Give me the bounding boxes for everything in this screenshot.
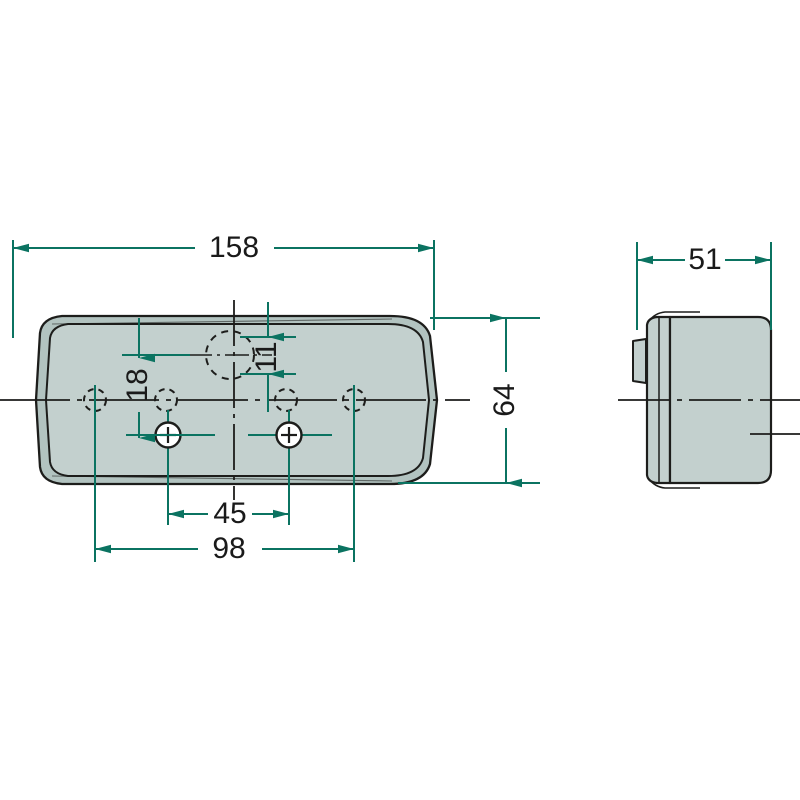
front-view-bottom-seam [51, 475, 393, 482]
side-view-top-bevel [648, 311, 700, 322]
front-view-dimensions: 158 64 18 11 45 98 [12, 231, 540, 565]
dim-label-158: 158 [209, 231, 259, 264]
dim-label-98: 98 [212, 532, 245, 565]
side-view-dimensions: 51 [636, 242, 772, 330]
dim-label-11: 11 [250, 341, 283, 372]
mounting-screw-right [248, 410, 332, 462]
side-view-tab [632, 338, 647, 384]
reference-hole-3 [274, 388, 298, 412]
front-view-top-seam [51, 318, 393, 325]
side-view-group [618, 311, 800, 489]
dim-label-51: 51 [688, 243, 721, 276]
reference-hole-2 [154, 388, 178, 412]
dim-label-64: 64 [488, 383, 521, 416]
dim-label-45: 45 [213, 497, 246, 530]
reference-hole-4 [342, 388, 366, 412]
side-view-bottom-bevel [648, 478, 700, 489]
front-view-group [0, 300, 470, 500]
dim-label-18: 18 [121, 368, 154, 401]
reference-hole-1 [83, 388, 107, 412]
